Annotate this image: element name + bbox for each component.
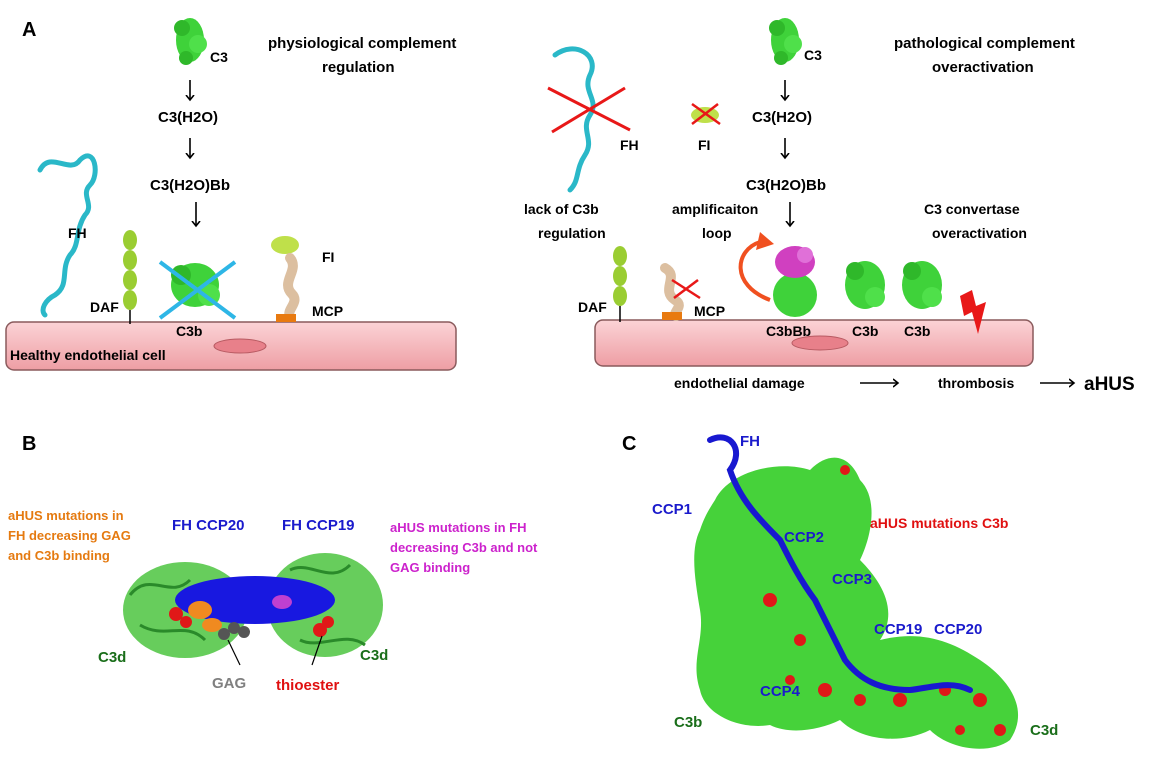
fh-label-c: FH bbox=[740, 433, 760, 450]
c3d-left-label: C3d bbox=[98, 649, 126, 666]
c3bbb-label: C3bBb bbox=[766, 323, 811, 339]
cross-line bbox=[673, 279, 699, 299]
damage-label: endothelial damage bbox=[674, 375, 805, 391]
orange-mutations-line3: and C3b binding bbox=[8, 548, 110, 563]
fi-label-right: FI bbox=[698, 137, 710, 153]
amplification-loop-arrow bbox=[738, 240, 771, 302]
fh-label-right: FH bbox=[620, 137, 639, 153]
panel-c-letter: C bbox=[622, 433, 636, 455]
thioester-pointer bbox=[311, 635, 323, 666]
c3bbb-protein-icon bbox=[773, 246, 817, 317]
gag-label: GAG bbox=[212, 675, 246, 692]
fh-ccp19-label: FH CCP19 bbox=[282, 517, 355, 534]
daf-label: DAF bbox=[90, 299, 119, 315]
ccp19-label: CCP19 bbox=[874, 621, 922, 638]
magenta-mutations-line2: decreasing C3b and not bbox=[390, 540, 538, 555]
c3-protein-icon bbox=[769, 18, 802, 65]
ccp4-label: CCP4 bbox=[760, 683, 801, 700]
daf-label-right: DAF bbox=[578, 299, 607, 315]
ccp3-label: CCP3 bbox=[832, 571, 872, 588]
c3-protein-icon bbox=[174, 18, 207, 65]
gag-pointer bbox=[227, 639, 241, 666]
mcp-protein-icon bbox=[283, 253, 300, 321]
mcp-anchor bbox=[276, 314, 296, 322]
fh-label: FH bbox=[68, 225, 87, 241]
c3d-right-label: C3d bbox=[360, 647, 388, 664]
amp-line2: loop bbox=[702, 225, 732, 241]
c3-label: C3 bbox=[210, 49, 228, 65]
fi-label: FI bbox=[322, 249, 334, 265]
mcp-label: MCP bbox=[312, 303, 343, 319]
lack-line2: regulation bbox=[538, 225, 606, 241]
cross-line bbox=[691, 103, 719, 125]
c3-label-right: C3 bbox=[804, 47, 822, 63]
fh-protein-icon bbox=[552, 46, 596, 193]
right-title-line2: overactivation bbox=[932, 59, 1034, 76]
cell-label: Healthy endothelial cell bbox=[10, 347, 166, 363]
c3h2obb-label: C3(H2O)Bb bbox=[150, 177, 230, 194]
c3b-protein-icon bbox=[845, 261, 885, 309]
cross-line bbox=[551, 86, 626, 134]
mcp-protein-icon bbox=[660, 263, 684, 321]
conv-line1: C3 convertase bbox=[924, 201, 1020, 217]
mutations-c3b-label: aHUS mutations C3b bbox=[870, 515, 1008, 531]
nucleus-shape bbox=[791, 335, 849, 351]
nucleus-shape bbox=[213, 338, 267, 354]
thioester-label: thioester bbox=[276, 677, 340, 694]
lack-line1: lack of C3b bbox=[524, 201, 599, 217]
c3b-label-right-2: C3b bbox=[904, 323, 930, 339]
ccp1-label: CCP1 bbox=[652, 501, 692, 518]
ahus-label: aHUS bbox=[1084, 374, 1135, 395]
c3b-label-c: C3b bbox=[674, 714, 702, 731]
conv-line2: overactivation bbox=[932, 225, 1027, 241]
ccp20-label: CCP20 bbox=[934, 621, 982, 638]
magenta-mutations-line1: aHUS mutations in FH bbox=[390, 520, 527, 535]
c3h2o-label: C3(H2O) bbox=[158, 109, 218, 126]
daf-protein-icon bbox=[613, 246, 627, 322]
c3b-label: C3b bbox=[176, 323, 202, 339]
loop-arrowhead bbox=[756, 232, 774, 250]
left-title-line2: regulation bbox=[322, 59, 395, 76]
fi-protein-icon bbox=[271, 236, 299, 254]
daf-protein-icon bbox=[123, 230, 137, 324]
panel-a-letter: A bbox=[22, 19, 36, 41]
orange-mutations-line2: FH decreasing GAG bbox=[8, 528, 131, 543]
panel-b-letter: B bbox=[22, 433, 36, 455]
left-title-line1: physiological complement bbox=[268, 35, 456, 52]
c3d-fh-complex-structure bbox=[123, 553, 383, 658]
c3d-label-c: C3d bbox=[1030, 722, 1058, 739]
ccp2-label: CCP2 bbox=[784, 529, 824, 546]
amp-line1: amplificaiton bbox=[672, 201, 758, 217]
fh-protein-icon bbox=[37, 153, 98, 318]
c3h2o-label-right: C3(H2O) bbox=[752, 109, 812, 126]
magenta-mutations-line3: GAG binding bbox=[390, 560, 470, 575]
c3h2obb-label-right: C3(H2O)Bb bbox=[746, 177, 826, 194]
c3b-fh-complex-structure bbox=[694, 434, 1019, 749]
right-title-line1: pathological complement bbox=[894, 35, 1075, 52]
orange-mutations-line1: aHUS mutations in bbox=[8, 508, 124, 523]
cross-line bbox=[158, 260, 237, 320]
c3b-protein-icon bbox=[902, 261, 942, 309]
thrombosis-label: thrombosis bbox=[938, 375, 1014, 391]
fh-ccp20-label: FH CCP20 bbox=[172, 517, 245, 534]
mcp-anchor bbox=[662, 312, 682, 320]
damage-bolt-icon bbox=[960, 290, 986, 334]
mcp-label-right: MCP bbox=[694, 303, 725, 319]
c3b-label-right-1: C3b bbox=[852, 323, 878, 339]
